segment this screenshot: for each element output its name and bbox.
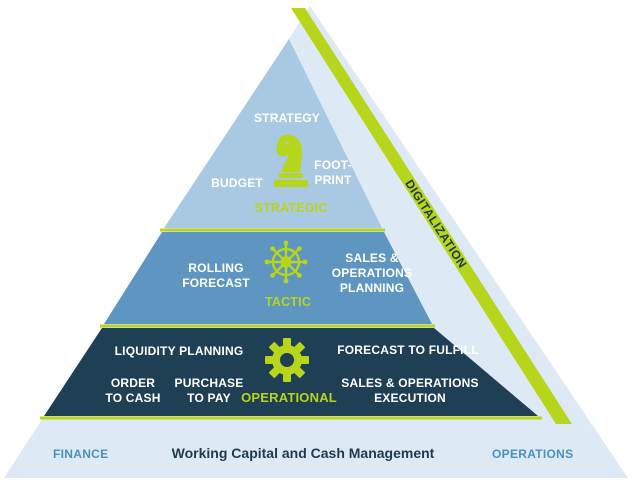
order-to-cash-line1: ORDER	[110, 376, 156, 390]
strategy-label: STRATEGY	[253, 111, 321, 125]
sop-planning-line1: SALES &	[345, 251, 399, 265]
strategic-tier	[164, 39, 382, 228]
footprint-label: FOOT- PRINT	[314, 158, 352, 188]
ship-wheel-handles	[264, 240, 308, 284]
digitalization-band	[291, 8, 572, 424]
rolling-forecast-label: ROLLING FORECAST	[182, 261, 250, 291]
order-to-cash-label: ORDER TO CASH	[105, 376, 160, 406]
sop-execution-line2: EXECUTION	[374, 391, 446, 405]
sop-planning-line2: OPERATIONS	[331, 266, 413, 280]
tactic-tier-label: TACTIC	[264, 295, 312, 309]
footprint-line1: FOOT-	[314, 158, 352, 172]
finance-label: FINANCE	[53, 447, 109, 461]
tactic-tier	[104, 232, 432, 324]
rolling-forecast-line2: FORECAST	[182, 276, 250, 290]
sop-planning-label: SALES & OPERATIONS PLANNING	[332, 251, 412, 296]
chess-knight-icon	[274, 134, 308, 187]
purchase-to-pay-label: PURCHASE TO PAY	[175, 376, 244, 406]
base-title: Working Capital and Cash Management	[171, 445, 435, 461]
order-to-cash-line2: TO CASH	[105, 391, 161, 405]
sop-planning-line3: PLANNING	[339, 281, 405, 295]
sop-execution-line1: SALES & OPERATIONS	[341, 376, 479, 390]
footprint-line2: PRINT	[314, 173, 352, 187]
gear-icon	[265, 338, 309, 382]
purchase-to-pay-line2: TO PAY	[187, 391, 231, 405]
operations-label: OPERATIONS	[492, 447, 574, 461]
forecast-to-fulfill-label: FORECAST TO FULFILL	[337, 343, 479, 357]
purchase-to-pay-line1: PURCHASE	[174, 376, 244, 390]
rolling-forecast-line1: ROLLING	[188, 261, 244, 275]
budget-label: BUDGET	[211, 176, 263, 190]
strategic-tier-label: STRATEGIC	[254, 201, 328, 215]
ship-wheel-icon	[268, 244, 304, 280]
liquidity-planning-label: LIQUIDITY PLANNING	[114, 344, 244, 358]
operational-tier-label: OPERATIONAL	[241, 390, 337, 405]
sop-execution-label: SALES & OPERATIONS EXECUTION	[341, 376, 478, 406]
